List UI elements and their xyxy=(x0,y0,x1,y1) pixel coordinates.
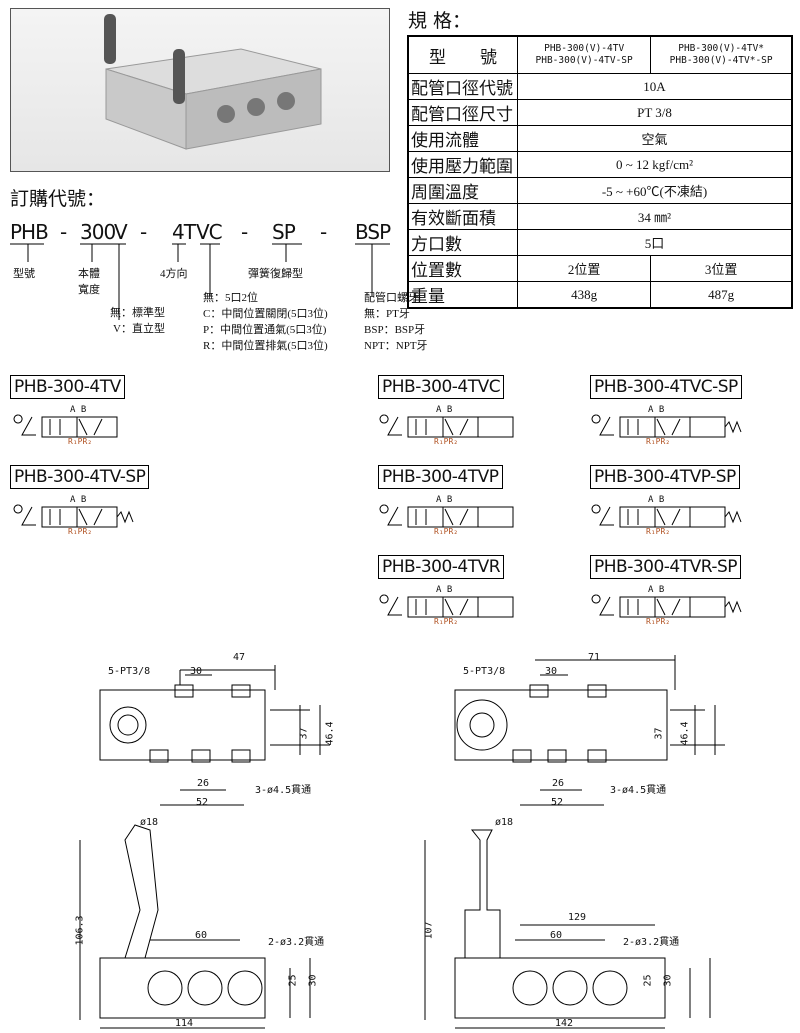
port-label-top: A B xyxy=(648,585,665,595)
port-label-bottom: R₁PR₂ xyxy=(646,437,671,446)
valve-symbol-icon xyxy=(379,414,514,438)
dimension-label: ø18 xyxy=(140,817,159,828)
model-label: PHB-300-4TVP-SP xyxy=(590,465,740,489)
model-label: PHB-300-4TV-SP xyxy=(10,465,150,489)
spec-title: 規 格： xyxy=(408,10,472,32)
dimension-label: 30 xyxy=(307,974,319,987)
product-photo xyxy=(10,8,390,172)
spec-header-col2: PHB-300(V)-4TV*PHB-300(V)-4TV*-SP xyxy=(650,35,793,74)
valve-symbol-icon xyxy=(13,414,118,438)
model-label: PHB-300-4TVP xyxy=(378,465,503,489)
valve-symbol-icon xyxy=(591,594,742,618)
dimension-label: 60 xyxy=(550,930,563,941)
spec-row: 使用流體空氣 xyxy=(407,125,793,152)
dimension-label: 46.4 xyxy=(324,721,336,746)
port-label-bottom: R₁PR₂ xyxy=(68,527,93,536)
order-title: 訂購代號： xyxy=(10,188,106,210)
dimension-label: 5-PT3/8 xyxy=(463,666,506,677)
model-label: PHB-300-4TVR xyxy=(378,555,505,579)
port-label-bottom: R₁PR₂ xyxy=(434,527,459,536)
port-label-top: A B xyxy=(436,405,453,415)
dimension-label: 26 xyxy=(197,778,210,789)
dimension-label: 142 xyxy=(555,1018,574,1029)
port-label-top: A B xyxy=(648,405,665,415)
spec-header-label: 型 號 xyxy=(407,35,518,74)
dimension-label: 30 xyxy=(662,974,674,987)
dimension-label: 37 xyxy=(298,727,310,740)
dimension-label: 71 xyxy=(588,652,601,663)
port-label-top: A B xyxy=(436,495,453,505)
valve-symbol-icon xyxy=(13,504,134,528)
port-label-top: A B xyxy=(70,495,87,505)
model-label: PHB-300-4TVR-SP xyxy=(590,555,742,579)
model-label: PHB-300-4TVC-SP xyxy=(590,375,742,399)
dimension-label: 47 xyxy=(233,652,246,663)
dimension-label: ø18 xyxy=(495,817,514,828)
port-label-bottom: R₁PR₂ xyxy=(646,617,671,626)
dimension-label: 26 xyxy=(552,778,565,789)
spec-row: 周圍溫度-5 ~ +60℃(不凍結) xyxy=(407,177,793,204)
dimension-label: 3-ø4.5貫通 xyxy=(255,785,312,796)
dimension-label: 2-ø3.2貫通 xyxy=(623,937,680,948)
dimension-label: 129 xyxy=(568,912,587,923)
valve-symbol-icon xyxy=(379,504,514,528)
port-label-top: A B xyxy=(436,585,453,595)
dimension-label: 106.3 xyxy=(74,915,86,946)
dimension-label: 52 xyxy=(551,797,564,808)
model-label: PHB-300-4TV xyxy=(10,375,125,399)
dimension-label: 5-PT3/8 xyxy=(108,666,151,677)
valve-symbol-icon xyxy=(379,594,514,618)
dimension-label: 2-ø3.2貫通 xyxy=(268,937,325,948)
dimension-label: 30 xyxy=(190,666,203,677)
dimension-label: 52 xyxy=(196,797,209,808)
dimension-label: 60 xyxy=(195,930,208,941)
port-label-top: A B xyxy=(70,405,87,415)
port-label-bottom: R₁PR₂ xyxy=(434,437,459,446)
dimension-label: 25 xyxy=(642,974,654,987)
port-label-bottom: R₁PR₂ xyxy=(646,527,671,536)
dimension-label: 114 xyxy=(175,1018,194,1029)
valve-symbol-icon xyxy=(591,414,742,438)
port-label-top: A B xyxy=(648,495,665,505)
dimension-drawings xyxy=(79,655,725,1029)
port-label-bottom: R₁PR₂ xyxy=(434,617,459,626)
model-label: PHB-300-4TVC xyxy=(378,375,505,399)
order-code-lines xyxy=(10,243,390,320)
dimension-label: 25 xyxy=(287,974,299,987)
dimension-label: 107 xyxy=(423,921,435,940)
dimension-label: 30 xyxy=(545,666,558,677)
dimension-label: 3-ø4.5貫通 xyxy=(610,785,667,796)
dimension-label: 46.4 xyxy=(679,721,691,746)
valve-symbol-icon xyxy=(591,504,742,528)
port-label-bottom: R₁PR₂ xyxy=(68,437,93,446)
dimension-label: 37 xyxy=(653,727,665,740)
valve-illustration xyxy=(104,14,322,150)
